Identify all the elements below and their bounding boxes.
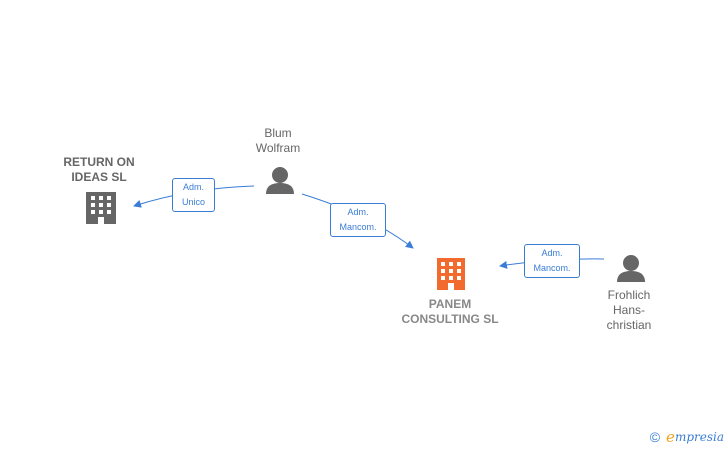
person-name-line: Blum xyxy=(264,126,292,140)
company-label-panem[interactable]: PANEM CONSULTING SL xyxy=(390,297,510,327)
person-name-line: Hans- xyxy=(612,303,645,317)
person-icon xyxy=(617,255,645,282)
person-label-frohlich[interactable]: Frohlich Hans- christian xyxy=(596,288,662,333)
person-name-line: christian xyxy=(606,318,652,332)
copyright-symbol: © xyxy=(649,429,661,445)
company-name-line: PANEM xyxy=(428,297,472,311)
building-icon xyxy=(437,258,465,290)
edge-label-line: Adm. xyxy=(541,248,563,258)
company-name-line: CONSULTING SL xyxy=(401,312,499,326)
person-name-line: Frohlich xyxy=(607,288,651,302)
brand-logo-text: mpresia xyxy=(674,430,724,444)
edge-label-line: Unico xyxy=(181,197,205,207)
edge-label-line: Mancom. xyxy=(339,222,377,232)
person-label-blum[interactable]: Blum Wolfram xyxy=(246,126,310,156)
edge-label-line: Adm. xyxy=(182,182,204,192)
edge-label-line: Adm. xyxy=(347,207,369,217)
footer-watermark: © e mpresia xyxy=(650,428,724,446)
brand-logo-e: e xyxy=(666,428,675,446)
edge-label-line: Mancom. xyxy=(533,263,571,273)
edge-label-blum-to-panem: Adm. Mancom. xyxy=(330,203,386,237)
edge-label-frohlich-to-panem: Adm. Mancom. xyxy=(524,244,580,278)
company-name-line: IDEAS SL xyxy=(71,170,127,184)
edge-label-blum-to-return: Adm. Unico xyxy=(172,178,215,212)
company-name-line: RETURN ON xyxy=(63,155,135,169)
company-label-return-on-ideas[interactable]: RETURN ON IDEAS SL xyxy=(50,155,148,185)
person-icon xyxy=(266,167,294,194)
person-name-line: Wolfram xyxy=(255,141,301,155)
building-icon xyxy=(86,192,116,224)
